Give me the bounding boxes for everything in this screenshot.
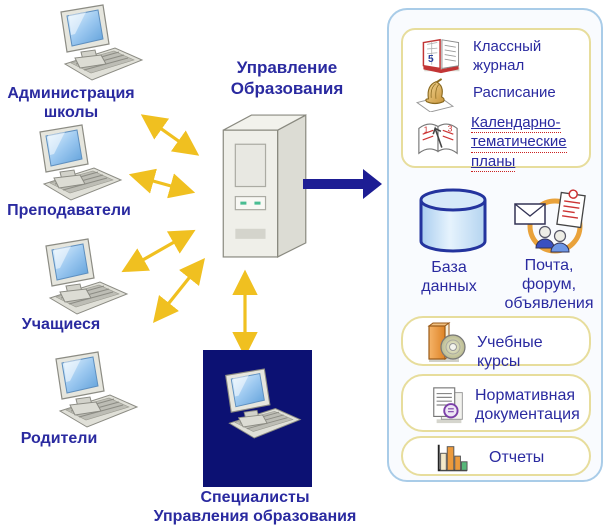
- communication-label: Почта, форум, объявления: [504, 257, 594, 313]
- link-administration-arrow: [140, 114, 200, 156]
- database-label: База данных: [421, 259, 477, 296]
- service-label-schedule: Расписание: [473, 84, 556, 101]
- specialists-box: [203, 350, 312, 487]
- svg-text:5: 5: [428, 54, 434, 65]
- database-icon: [419, 188, 487, 253]
- server-to-services-arrow: [303, 169, 382, 199]
- service-label-plans: Календарно- тематические планы: [471, 114, 567, 172]
- pill-label-documents: Нормативная документация: [475, 387, 580, 424]
- pc-icon: [40, 349, 140, 429]
- courses-icon: [427, 322, 466, 362]
- services-panel: 5 Классный журнал Расписание 1 3 Календа…: [387, 8, 603, 482]
- pill-documents: Нормативная документация: [401, 374, 591, 432]
- pc-icon: [211, 366, 303, 440]
- plans-line: Календарно-: [471, 114, 561, 134]
- diagram-title: Управление Образования: [230, 58, 344, 99]
- node-label-parents: Родители: [20, 430, 98, 447]
- class-journal-icon: 5: [422, 38, 460, 74]
- calendar-plans-icon: 1 3: [418, 123, 458, 155]
- pill-reports: Отчеты: [401, 436, 591, 476]
- documents-icon: [433, 387, 463, 424]
- link-students-arrow: [121, 229, 196, 273]
- pill-label-reports: Отчеты: [489, 449, 545, 466]
- node-label-administration: Администрация школы: [7, 85, 135, 121]
- services-box: 5 Классный журнал Расписание 1 3 Календа…: [401, 28, 591, 172]
- pill-courses: Учебные курсы: [401, 316, 591, 370]
- schedule-bell-icon: [415, 78, 455, 112]
- svg-text:3: 3: [448, 123, 453, 133]
- specialists-label: Специалисты Управления образования: [153, 489, 357, 525]
- svg-text:1: 1: [424, 124, 429, 134]
- node-label-teachers: Преподаватели: [7, 202, 131, 219]
- link-teachers-arrow: [128, 168, 196, 199]
- plans-line: планы: [471, 153, 516, 172]
- pc-icon: [45, 2, 145, 82]
- pc-icon: [30, 236, 130, 316]
- link-parents-arrow: [153, 258, 205, 323]
- plans-line: тематические: [471, 133, 567, 153]
- server-icon: [222, 114, 307, 258]
- mail-forum-icon: [514, 189, 586, 254]
- pill-label-courses: Учебные курсы: [477, 334, 543, 371]
- node-label-students: Учащиеся: [21, 316, 101, 333]
- service-label-journal: Классный журнал: [473, 38, 542, 74]
- reports-icon: [437, 444, 468, 472]
- pc-icon: [24, 122, 124, 202]
- announcement-note: [556, 189, 586, 229]
